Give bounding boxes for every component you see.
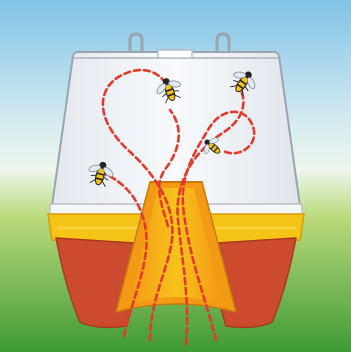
lid-slot — [158, 50, 192, 58]
